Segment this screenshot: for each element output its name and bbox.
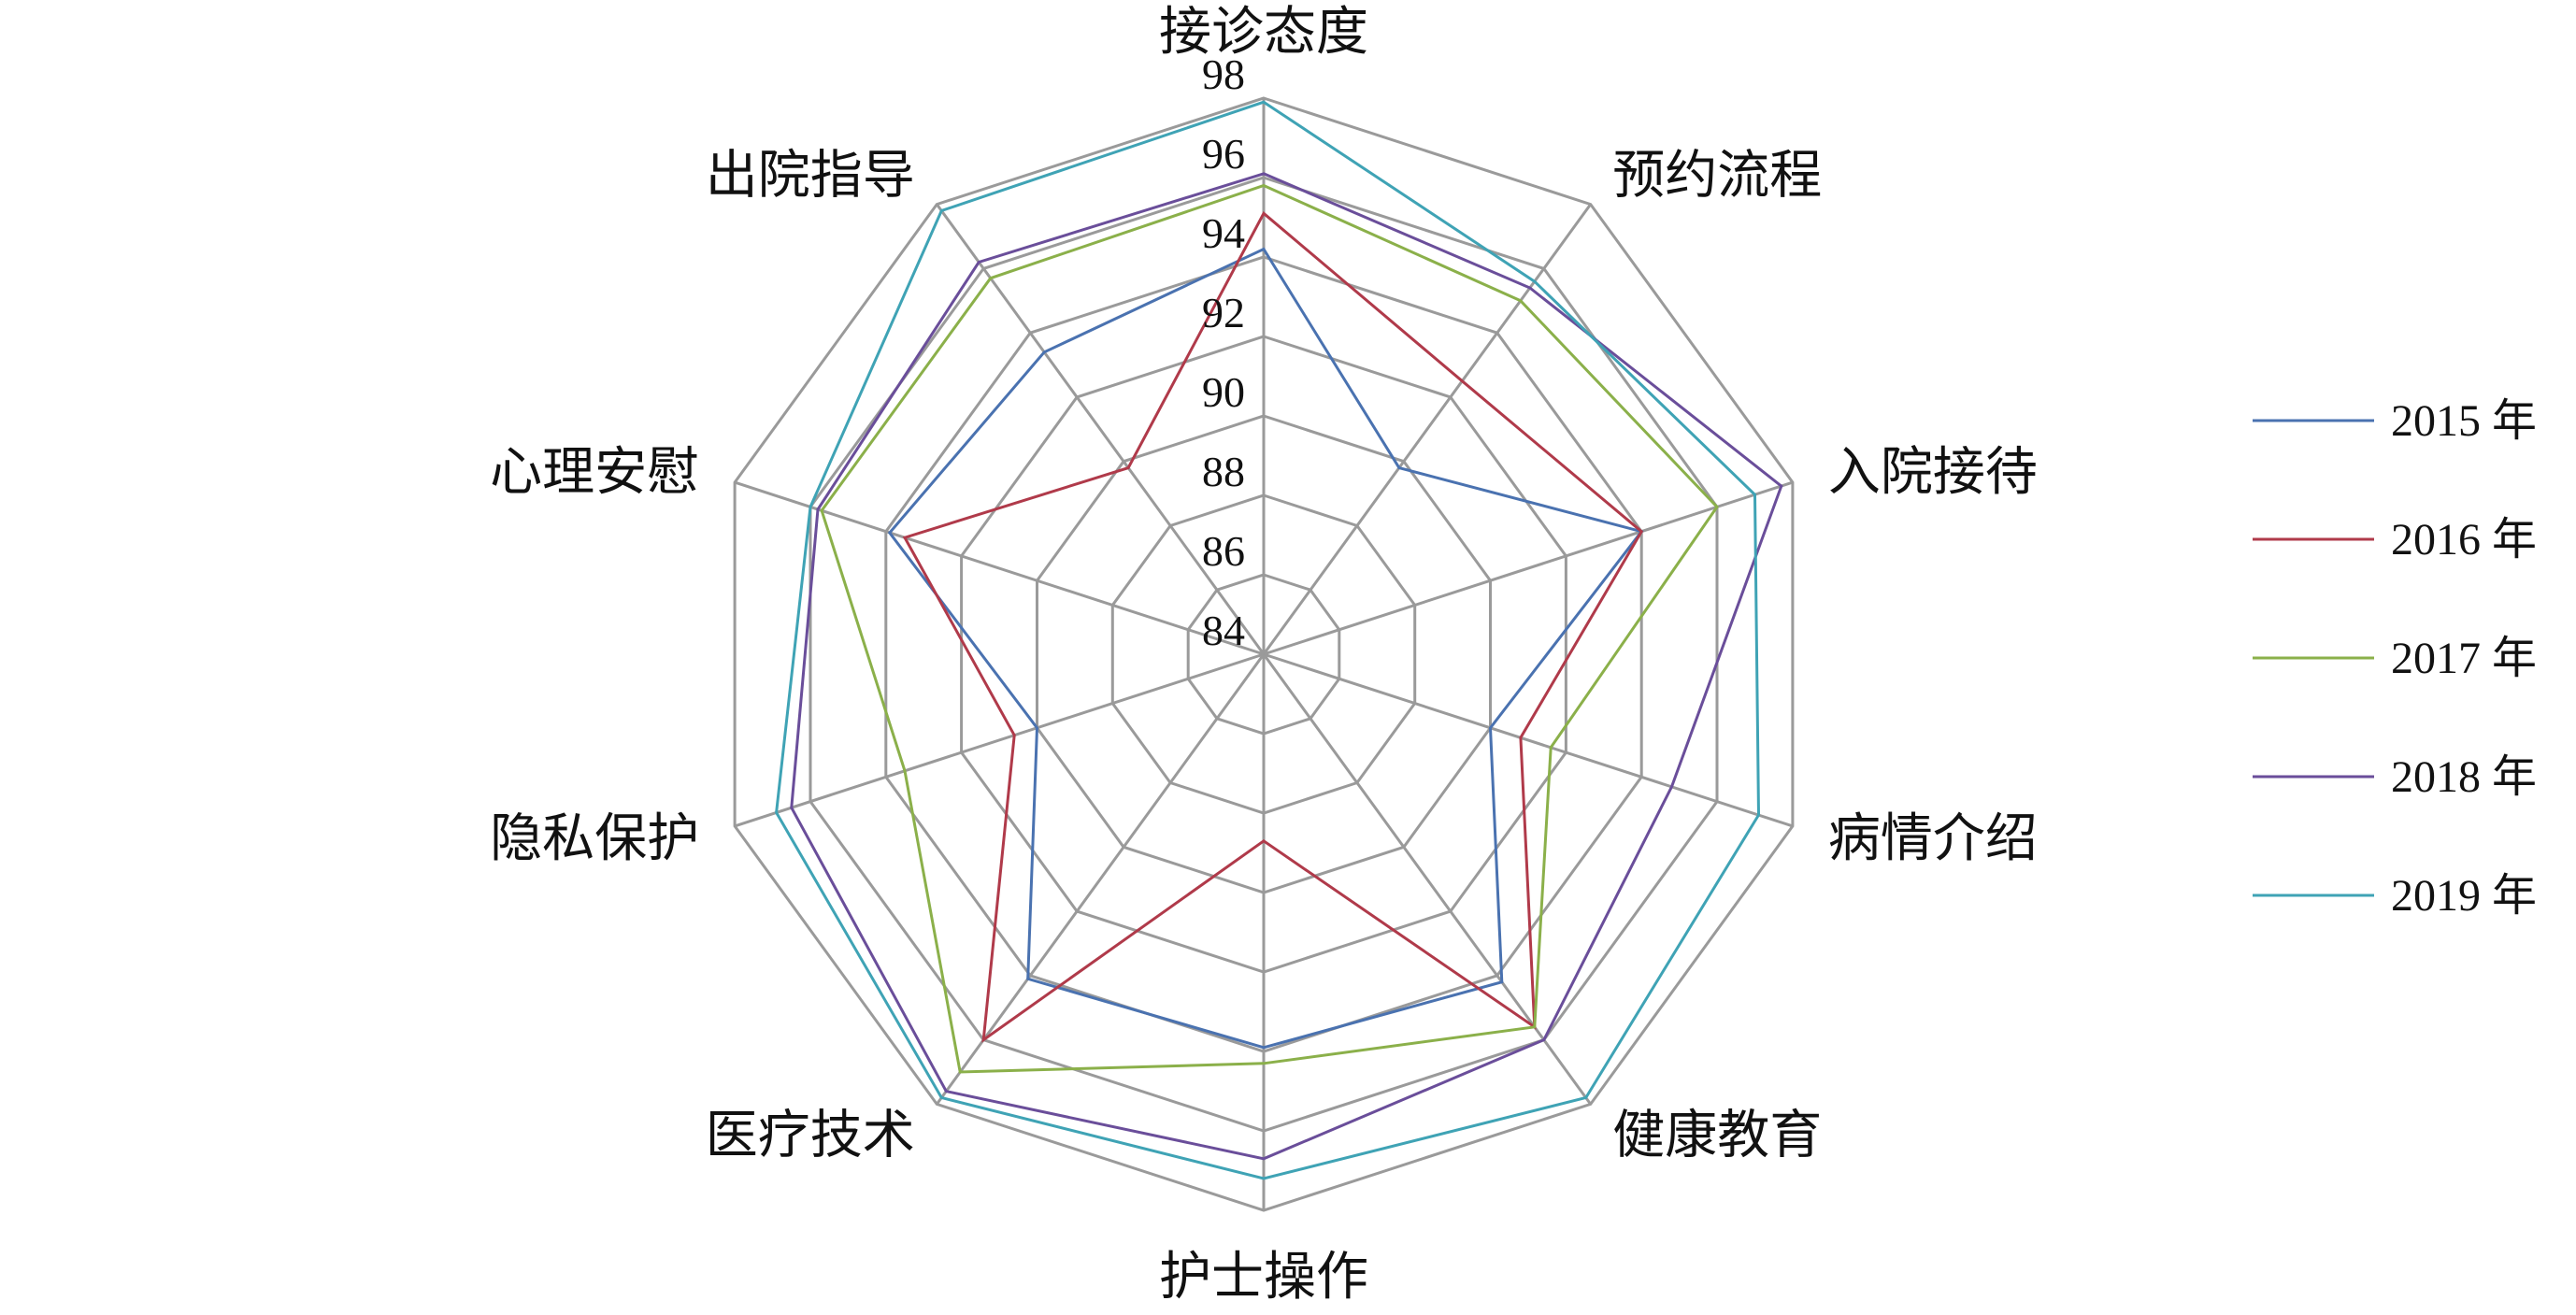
legend-label-1: 2016 年 xyxy=(2391,515,2537,565)
legend-item-1: 2016 年 xyxy=(2253,515,2537,565)
axis-label-8: 心理安慰 xyxy=(490,442,699,503)
legend: 2015 年 2016 年 2017 年 2018 年 2019 年 xyxy=(2253,396,2537,921)
legend-label-2: 2017 年 xyxy=(2391,634,2537,683)
axis-label-4: 健康教育 xyxy=(1612,1106,1822,1166)
axis-label-2: 入院接待 xyxy=(1828,442,2038,503)
axis-label-6: 医疗技术 xyxy=(706,1106,915,1166)
series-line-4 xyxy=(775,100,1761,1180)
axis-label-3: 病情介绍 xyxy=(1828,808,2038,869)
tick-label-layer: 84 86 88 90 92 94 96 98 xyxy=(1202,50,1245,654)
spoke-7 xyxy=(734,652,1265,828)
axis-label-5: 护士操作 xyxy=(1159,1247,1368,1308)
tick-label-96: 96 xyxy=(1202,130,1245,178)
legend-label-3: 2018 年 xyxy=(2391,752,2537,802)
series-line-1 xyxy=(902,210,1644,1043)
spoke-2 xyxy=(1263,480,1794,656)
axis-label-9: 出院指导 xyxy=(706,145,915,206)
spoke-6 xyxy=(936,653,1266,1106)
axis-label-7: 隐私保护 xyxy=(490,808,699,869)
tick-label-86: 86 xyxy=(1202,527,1245,575)
series-line-3 xyxy=(790,172,1783,1161)
spoke-1 xyxy=(1262,203,1592,655)
series-line-0 xyxy=(887,247,1644,1050)
legend-item-4: 2019 年 xyxy=(2253,871,2537,921)
grid-layer xyxy=(733,96,1795,1212)
tick-label-88: 88 xyxy=(1202,448,1245,495)
tick-label-92: 92 xyxy=(1202,289,1245,336)
tick-label-98: 98 xyxy=(1202,50,1245,98)
spoke-3 xyxy=(1263,652,1794,828)
spoke-4 xyxy=(1262,653,1592,1106)
series-line-2 xyxy=(820,183,1719,1074)
legend-item-0: 2015 年 xyxy=(2253,396,2537,446)
legend-label-4: 2019 年 xyxy=(2391,871,2537,921)
tick-label-84: 84 xyxy=(1202,607,1245,654)
tick-label-90: 90 xyxy=(1202,368,1245,416)
axis-label-0: 接诊态度 xyxy=(1159,2,1368,63)
legend-item-3: 2018 年 xyxy=(2253,752,2537,802)
legend-label-0: 2015 年 xyxy=(2391,396,2537,446)
legend-item-2: 2017 年 xyxy=(2253,634,2537,683)
series-layer xyxy=(775,100,1783,1180)
axis-label-1: 预约流程 xyxy=(1612,145,1822,206)
tick-label-94: 94 xyxy=(1202,209,1245,257)
